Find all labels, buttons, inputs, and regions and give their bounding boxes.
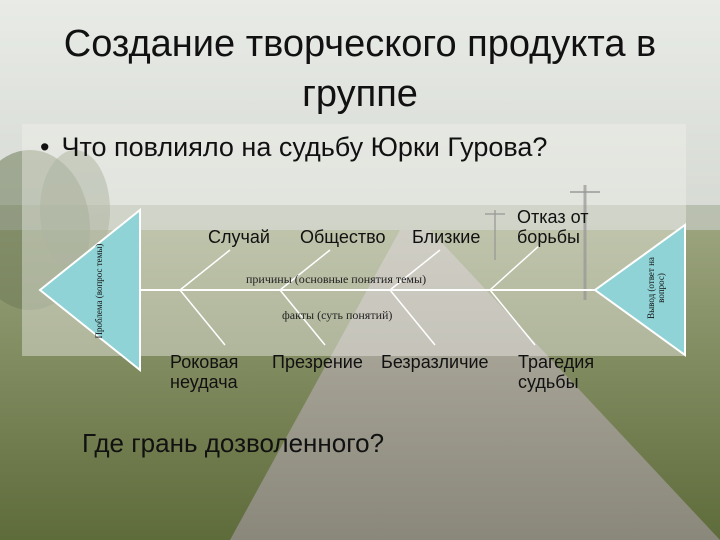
fact-label-3: Безразличие — [381, 352, 489, 372]
cause-label-4: Отказ от борьбы — [517, 207, 589, 247]
bone-lower-1 — [179, 289, 226, 346]
cause-label-1: Случай — [208, 227, 270, 247]
fact-label-1: Роковая неудача — [170, 352, 239, 392]
fact-label-4: Трагедия судьбы — [518, 352, 595, 392]
problem-head-text: Проблема (вопрос темы) — [94, 243, 104, 339]
bone-upper-1 — [179, 249, 231, 291]
bone-lower-4 — [489, 289, 536, 346]
conclusion-head-shape — [593, 223, 686, 357]
bullet-item: • Что повлияло на судьбу Юрки Гурова? — [40, 132, 547, 163]
cause-label-3: Близкие — [412, 227, 481, 247]
closing-question: Где грань дозволенного? — [82, 428, 385, 458]
cause-label-2: Общество — [300, 227, 386, 247]
bone-upper-4 — [489, 244, 541, 291]
bone-lower-2 — [279, 289, 326, 346]
fact-label-2: Презрение — [272, 352, 363, 372]
facts-caption: факты (суть понятий) — [282, 308, 393, 322]
bone-upper-3 — [389, 249, 441, 291]
slide-title-line-2: группе — [302, 73, 418, 115]
bullet-dot-icon: • — [40, 132, 50, 162]
bone-upper-2 — [279, 249, 331, 291]
causes-caption: причины (основные понятия темы) — [246, 272, 427, 286]
bullet-text: Что повлияло на судьбу Юрки Гурова? — [61, 132, 548, 162]
slide-title-line-1: Создание творческого продукта в — [63, 23, 657, 65]
bone-lower-3 — [389, 289, 436, 346]
conclusion-head-text: Вывод (ответ на вопрос) — [646, 257, 666, 319]
